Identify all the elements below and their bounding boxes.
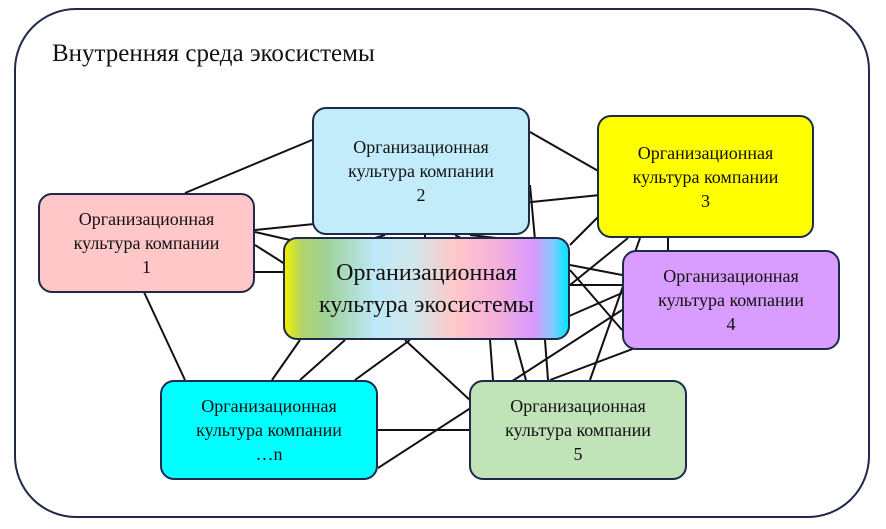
connector <box>529 131 601 173</box>
company-box-3: Организационная культура компании 3 <box>597 115 814 238</box>
company-label: Организационная <box>510 396 646 416</box>
company-number: 5 <box>573 444 583 464</box>
connector <box>354 339 411 381</box>
connector <box>489 339 494 381</box>
ecosystem-culture-box: Организационная культура экосистемы <box>283 237 570 340</box>
connector <box>142 289 186 381</box>
company-box-n: Организационная культура компании …n <box>160 380 378 480</box>
company-number: 4 <box>726 314 736 334</box>
company-label: Организационная <box>637 142 774 163</box>
company-label: культура компании <box>505 420 651 440</box>
diagram-title: Внутренняя среда экосистемы <box>52 40 375 67</box>
company-label: культура компании <box>658 290 804 310</box>
connector <box>569 237 629 286</box>
company-number: 3 <box>701 190 710 211</box>
connector <box>569 269 623 331</box>
connector <box>529 184 536 241</box>
company-label: Организационная <box>353 137 489 157</box>
company-label: культура компании <box>632 166 779 187</box>
center-label: культура экосистемы <box>318 291 535 318</box>
connector <box>544 339 549 381</box>
connector <box>184 139 313 194</box>
company-label: культура компании <box>348 161 494 181</box>
company-label: Организационная <box>201 396 337 416</box>
ecosystem-frame <box>14 8 870 518</box>
connector <box>299 339 346 381</box>
company-label: Организационная <box>78 209 215 229</box>
company-label: культура компании <box>196 420 342 440</box>
company-box-1: Организационная культура компании 1 <box>38 193 255 293</box>
company-box-4: Организационная культура компании 4 <box>622 250 840 350</box>
connector <box>404 339 473 403</box>
connector <box>569 214 601 246</box>
connector <box>549 344 644 381</box>
connector <box>254 244 286 265</box>
connector <box>254 231 291 241</box>
company-box-2: Организационная культура компании 2 <box>312 107 530 235</box>
company-number: 1 <box>142 257 151 277</box>
company-box-5: Организационная культура компании 5 <box>469 380 687 480</box>
connector <box>559 292 623 321</box>
company-number: 2 <box>416 185 426 205</box>
company-number: …n <box>255 444 283 464</box>
company-label: Организационная <box>663 266 799 286</box>
connector <box>271 339 301 381</box>
company-label: культура компании <box>73 233 220 253</box>
connector <box>569 264 623 276</box>
center-label: Организационная <box>336 259 517 286</box>
